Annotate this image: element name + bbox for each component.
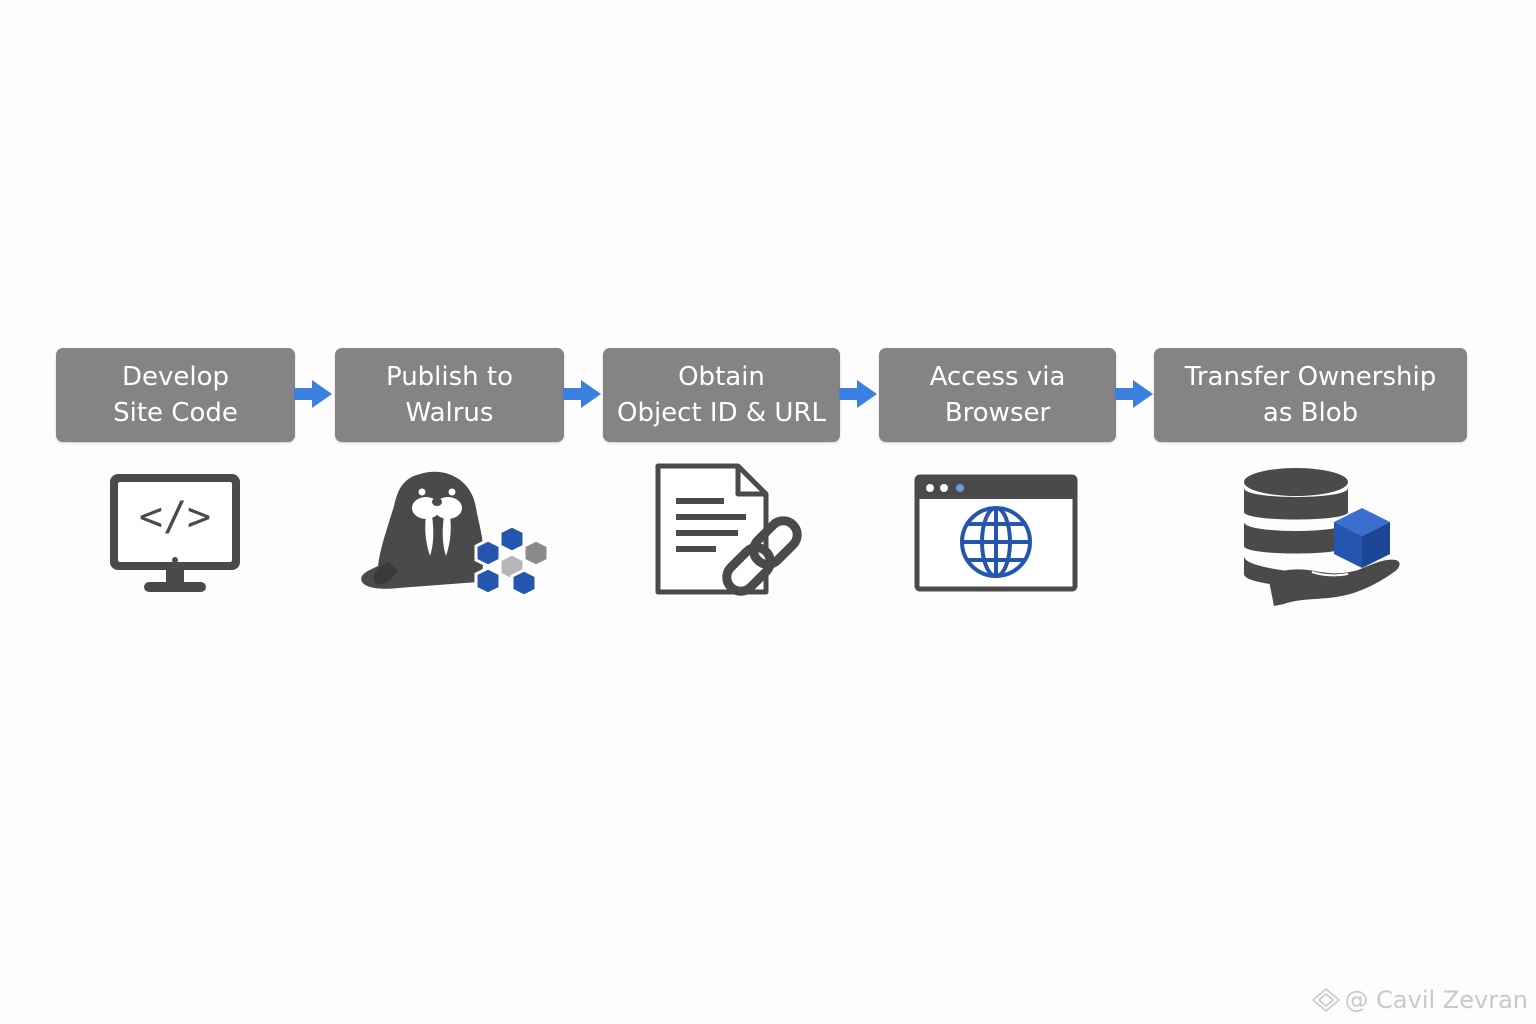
diamond-logo-icon	[1311, 987, 1340, 1013]
step-5-box: Transfer Ownership as Blob	[1154, 348, 1467, 442]
code-glyph: </>	[139, 494, 211, 540]
step-4-line-2: Browser	[944, 398, 1051, 428]
step-2-line-2: Walrus	[405, 398, 494, 428]
code-monitor-icon: </>	[110, 474, 240, 592]
step-1-box: Develop Site Code	[56, 348, 295, 442]
step-3-line-1: Obtain	[678, 362, 765, 392]
step-5-line-1: Transfer Ownership	[1184, 362, 1437, 392]
arrow-right-icon	[563, 380, 601, 408]
walrus-icon	[361, 471, 550, 598]
watermark: @ Cavil Zevran	[1311, 986, 1528, 1014]
step-4-line-1: Access via	[929, 362, 1066, 392]
database-blob-hand-icon	[1244, 468, 1400, 606]
step-1-line-2: Site Code	[113, 398, 238, 428]
document-link-icon	[655, 463, 802, 596]
step-5-line-2: as Blob	[1262, 398, 1359, 428]
step-2-box: Publish to Walrus	[335, 348, 564, 442]
arrow-right-icon	[294, 380, 332, 408]
watermark-text: @ Cavil Zevran	[1344, 986, 1528, 1014]
step-3-line-2: Object ID & URL	[616, 398, 826, 428]
arrow-right-icon	[839, 380, 877, 408]
arrow-right-icon	[1115, 380, 1153, 408]
step-3-box: Obtain Object ID & URL	[603, 348, 840, 442]
step-1-line-1: Develop	[121, 362, 230, 392]
step-2-line-1: Publish to	[385, 362, 514, 392]
browser-globe-icon	[914, 474, 1078, 592]
step-4-box: Access via Browser	[879, 348, 1116, 442]
